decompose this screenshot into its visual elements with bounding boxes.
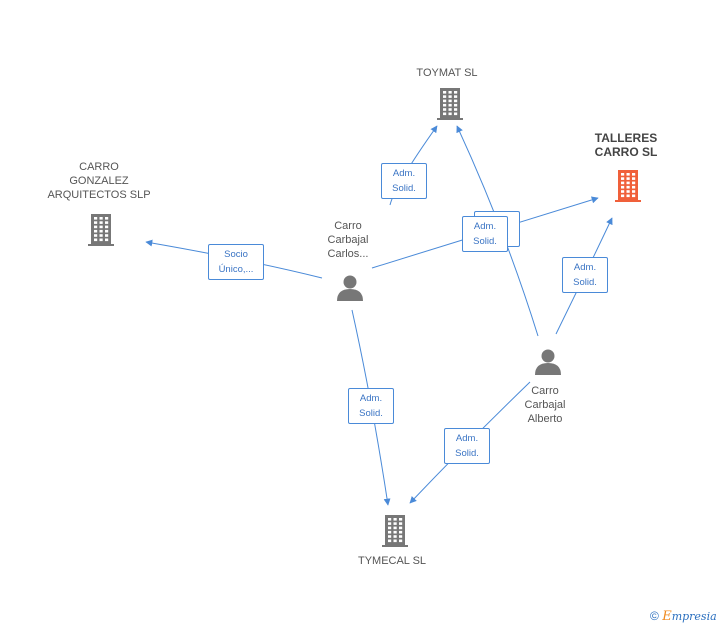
edge-label-line: Adm.	[455, 433, 479, 444]
node-label-line: Carbajal	[524, 399, 566, 411]
footer-brand[interactable]: © Empresia	[650, 609, 717, 624]
edge-label-line: Solid.	[455, 448, 479, 459]
edge-label-line: Solid.	[573, 277, 597, 288]
edge-label-line: Solid.	[392, 183, 416, 194]
edge-label-carlos-talleres[interactable]: Adm. Solid.	[462, 216, 508, 252]
node-label-line: TYMECAL SL	[357, 555, 427, 567]
node-label-line: CARRO SL	[594, 145, 658, 159]
building-icon[interactable]	[382, 515, 408, 547]
edge-label-alberto-talleres[interactable]: Adm. Solid.	[562, 257, 608, 293]
edge-label-line: Adm.	[473, 221, 497, 232]
edge-label-carlos-tymecal[interactable]: Adm. Solid.	[348, 388, 394, 424]
person-icon[interactable]	[535, 349, 561, 376]
edge-label-alberto-tymecal[interactable]: Adm. Solid.	[444, 428, 490, 464]
edge-label-line: Socio	[224, 249, 248, 260]
node-label-line: TOYMAT SL	[416, 67, 478, 79]
node-label-line: Carro	[531, 385, 559, 397]
node-label-line: ARQUITECTOS SLP	[47, 189, 151, 201]
edge-label-carlos-toymat[interactable]: Adm. Solid.	[381, 163, 427, 199]
node-label-tymecal[interactable]: TYMECAL SL	[342, 554, 442, 568]
copyright-symbol: ©	[650, 609, 659, 623]
node-label-carro-gonzalez[interactable]: CARRO GONZALEZ ARQUITECTOS SLP	[44, 160, 154, 202]
edge-label-line: Adm.	[359, 393, 383, 404]
icons-layer	[88, 88, 641, 547]
node-label-line: Carro	[334, 220, 362, 232]
node-label-toymat[interactable]: TOYMAT SL	[397, 66, 497, 80]
building-icon[interactable]	[437, 88, 463, 120]
edge-label-line: Solid.	[359, 408, 383, 419]
node-label-line: Alberto	[527, 413, 563, 425]
edge-label-line: Único,...	[218, 264, 254, 275]
edge-label-line: Adm.	[573, 262, 597, 273]
node-label-line: GONZALEZ	[69, 175, 129, 187]
person-icon[interactable]	[337, 275, 363, 302]
edges-layer	[145, 125, 613, 506]
node-label-line: Carlos...	[327, 248, 369, 260]
brand-logo: Empresia	[662, 609, 717, 624]
edge-label-line: Adm.	[392, 168, 416, 179]
edge-label-line: Solid.	[473, 236, 497, 247]
building-icon[interactable]	[88, 214, 114, 246]
node-label-line: TALLERES	[594, 131, 658, 145]
node-label-line: CARRO	[79, 161, 119, 173]
node-label-line: Carbajal	[327, 234, 369, 246]
building-icon[interactable]	[615, 170, 641, 202]
